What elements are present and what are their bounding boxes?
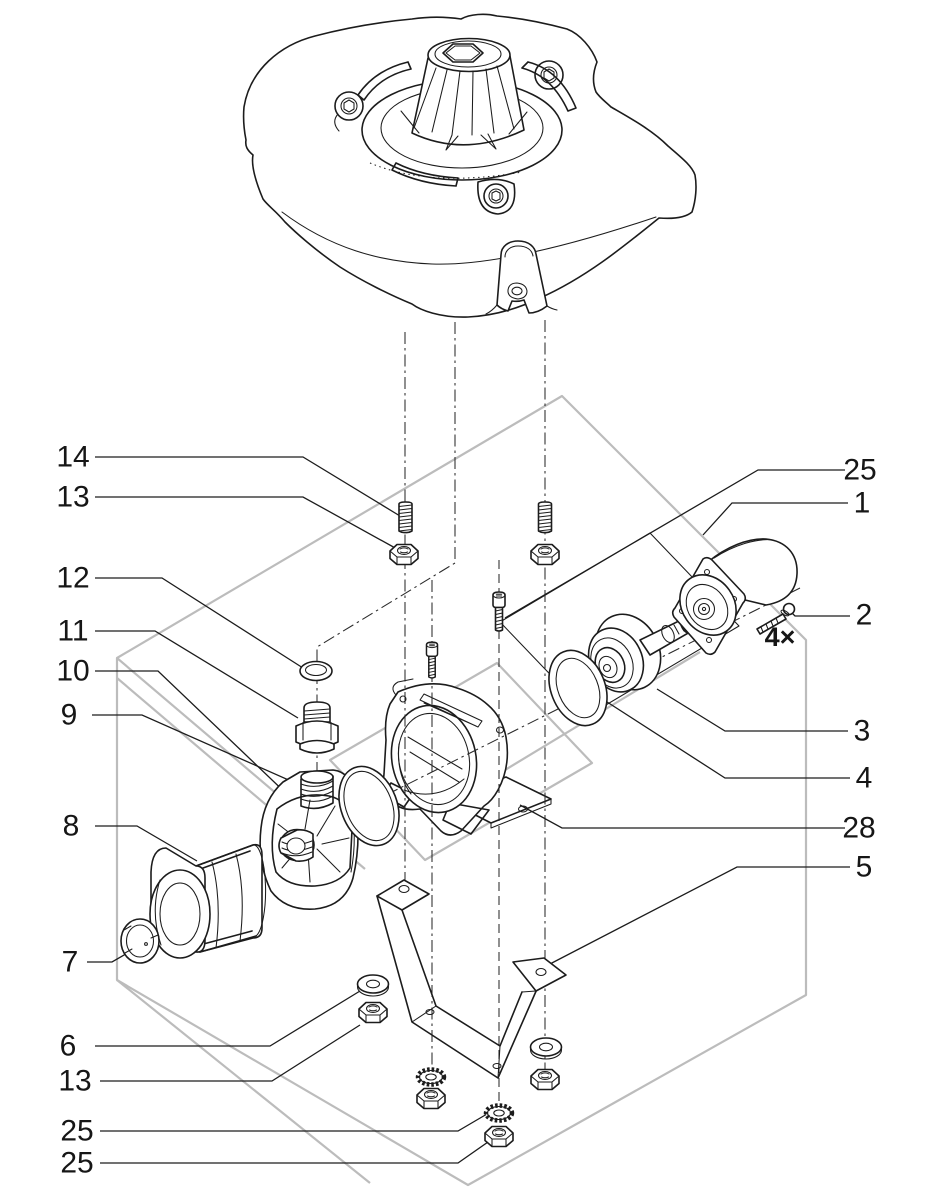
lock-washer-25-left [418,1070,444,1085]
mounting-bracket [376,879,567,1079]
screw-25-b [425,641,439,679]
washer-6-right [529,1037,563,1060]
nut-right [530,543,560,566]
callout-4: 4 [856,762,873,795]
motor-unit [671,538,798,656]
screw-25-a [492,591,506,632]
callout-14: 14 [56,441,89,474]
stud-right [537,501,553,534]
callout-1: 1 [854,487,871,520]
nut-13-bottom-left [358,1001,388,1024]
callout-5: 5 [856,851,873,884]
callout-25d: 25 [60,1147,93,1180]
threaded-bushing [295,701,339,754]
housing-gasket [338,765,400,847]
flange-screw [756,602,796,635]
lock-washer-25-center [486,1106,512,1121]
callout-8: 8 [63,810,80,843]
pump-cover [242,13,697,318]
callout-9: 9 [61,699,78,732]
callout-labels: 14 13 12 11 10 9 8 7 6 13 25 25 25 1 2 3… [56,441,876,1180]
leader-lines [87,456,850,1164]
filter-cage [149,843,267,959]
callout-6: 6 [60,1030,77,1063]
callout-3: 3 [854,715,871,748]
callout-25a: 25 [843,454,876,487]
callout-25c: 25 [60,1115,93,1148]
callout-2: 2 [856,599,873,632]
callout-10: 10 [56,655,89,688]
callout-12: 12 [56,562,89,595]
motor-clamp [382,678,509,836]
callout-28: 28 [842,812,875,845]
nut-bottom-right [530,1068,560,1091]
cover-cone [400,37,528,151]
pump-housing [259,769,359,910]
lock-ring [120,918,160,964]
callout-7: 7 [62,946,79,979]
callout-13: 13 [56,481,89,514]
flat-seal-washer [299,660,333,682]
nut-13-left [389,543,419,566]
cover-tab [485,240,558,315]
callout-11: 11 [57,615,88,648]
stud-14 [398,501,413,534]
centerlines [261,320,801,1106]
cover-slots [334,61,577,187]
callout-13b: 13 [58,1065,91,1098]
cover-screws [334,60,564,215]
nut-bottom-center-left [416,1087,446,1110]
motor-gasket [548,649,608,727]
washer-6-left [356,974,390,997]
quantity-note: 4× [765,622,796,652]
nut-bottom-center [484,1125,514,1148]
